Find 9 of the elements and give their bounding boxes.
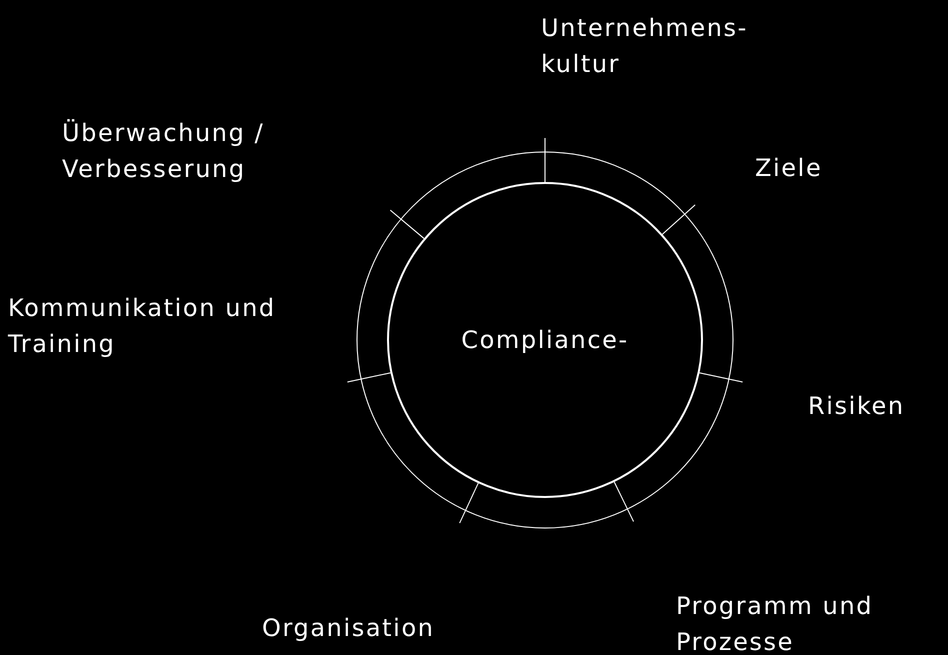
segment-label: Ziele [755, 153, 824, 184]
circle-label: Compliance- [461, 326, 629, 354]
segment-label: Überwachung / Verbesserung [62, 118, 266, 185]
center-circle [387, 182, 703, 498]
segment-label: Organisation [262, 613, 436, 644]
segment-label: Programm und Prozesse [676, 591, 874, 655]
segment-label: Kommunikation und Training [8, 293, 277, 360]
segment-label: Unternehmens- kultur [541, 13, 749, 80]
segment-label: Risiken [808, 391, 906, 422]
